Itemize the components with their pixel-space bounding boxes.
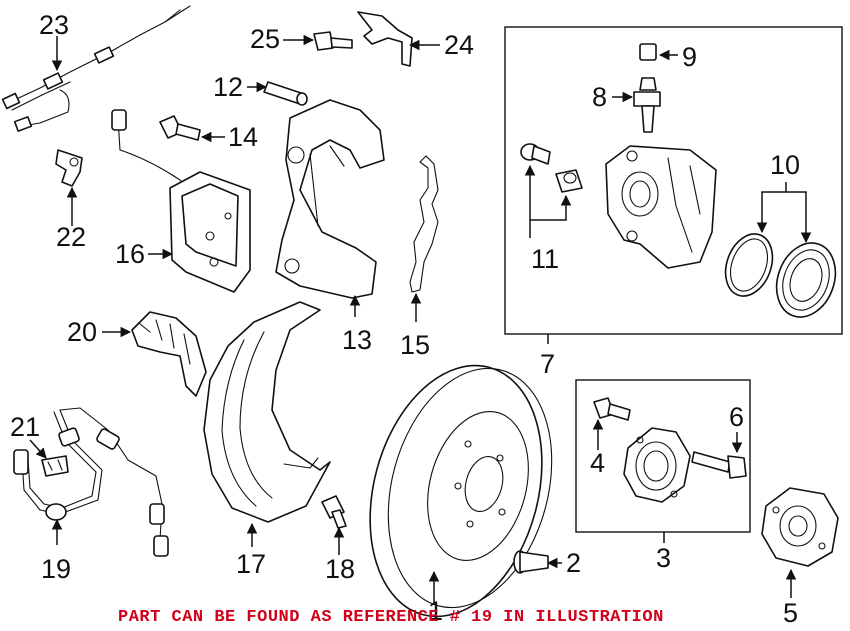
- spring-clip: [409, 155, 439, 293]
- label-18: 18: [325, 554, 355, 584]
- label-25: 25: [250, 24, 280, 54]
- label-8: 8: [592, 82, 607, 112]
- label-7: 7: [540, 349, 555, 379]
- label-16: 16: [115, 239, 145, 269]
- hub-bearing-group-box: [575, 379, 751, 533]
- wheel-hub: [761, 487, 839, 567]
- guide-pin-12: [263, 81, 308, 106]
- label-4: 4: [590, 448, 605, 478]
- bolt-14: [159, 115, 201, 141]
- label-12: 12: [213, 72, 243, 102]
- label-23: 23: [39, 10, 69, 40]
- hub-bearing: [623, 427, 691, 503]
- brake-rotor: [369, 364, 553, 618]
- cap-9: [639, 43, 657, 61]
- axle-bolt-6: [691, 451, 747, 479]
- clip-21: [41, 455, 69, 477]
- label-9: 9: [682, 42, 697, 72]
- label-14: 14: [228, 122, 258, 152]
- bleeder-8: [633, 77, 661, 133]
- label-20: 20: [67, 317, 97, 347]
- guide-bolt-11: [520, 143, 583, 193]
- label-6: 6: [729, 402, 744, 432]
- shield-bracket-20: [131, 311, 207, 397]
- caliper-bracket: [275, 99, 385, 299]
- label-13: 13: [342, 325, 372, 355]
- label-1: 1: [428, 596, 443, 626]
- brake-hose: [13, 407, 169, 557]
- label-5: 5: [783, 598, 798, 628]
- piston-seals: [724, 233, 837, 318]
- label-22: 22: [56, 222, 86, 252]
- brake-pads: [111, 109, 251, 293]
- label-15: 15: [400, 330, 430, 360]
- label-11: 11: [531, 244, 559, 274]
- bolt-18: [321, 495, 347, 529]
- label-19: 19: [41, 554, 71, 584]
- label-3: 3: [656, 543, 671, 573]
- label-24: 24: [444, 30, 474, 60]
- label-21: 21: [10, 412, 40, 442]
- wiring-harness: [1, 5, 191, 132]
- bolt-25: [313, 31, 353, 51]
- caliper-body: [605, 145, 717, 269]
- caliper-group-box: [504, 26, 843, 335]
- wear-sensor: [55, 149, 83, 187]
- label-17: 17: [236, 549, 266, 579]
- bolt-4: [593, 397, 631, 421]
- reference-banner: PART CAN BE FOUND AS REFERENCE # 19 IN I…: [118, 608, 664, 627]
- bracket-24: [357, 11, 413, 67]
- label-2: 2: [566, 548, 581, 578]
- dust-shield: [203, 301, 331, 523]
- label-10: 10: [770, 150, 800, 180]
- bolt-2: [513, 550, 549, 574]
